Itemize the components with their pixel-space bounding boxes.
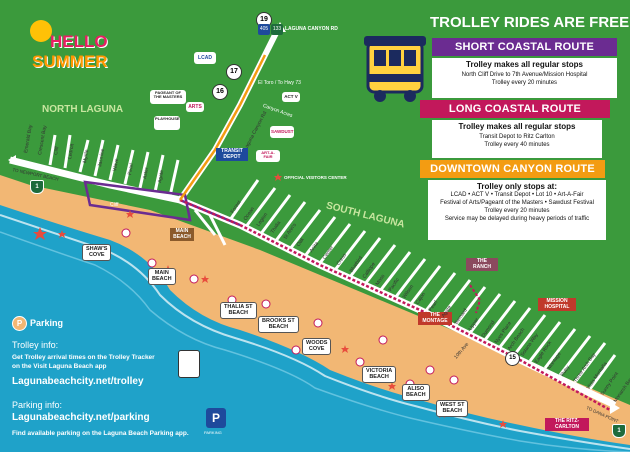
south-arrow — [610, 402, 620, 414]
phone-icon — [178, 350, 200, 378]
highway-17-marker: 17 — [226, 64, 242, 80]
route-long-line2: Transit Depot to Ritz Carlton — [479, 133, 555, 140]
beach-west-st[interactable]: WEST ST BEACH — [436, 400, 469, 417]
parking-note: Find available parking on the Laguna Bea… — [12, 430, 189, 437]
canyon-road-label: LAGUNA CANYON RD — [285, 26, 338, 32]
south-street-grid — [193, 179, 617, 390]
trolley-info-heading: Trolley info: — [12, 340, 59, 350]
parking-app-badge: PARKING — [204, 430, 222, 435]
beach-woods-cove[interactable]: WOODS COVE — [302, 338, 332, 355]
route-canyon-box: Trolley only stops at: LCAD • ACT V • Tr… — [428, 180, 606, 240]
pageant-logo[interactable]: PAGEANT OF THE MASTERS — [150, 90, 186, 104]
parking-symbol: P — [12, 316, 27, 331]
act-v-logo[interactable]: ACT V — [282, 92, 300, 102]
highway-1-shield-south: 1 — [612, 424, 626, 438]
route-canyon-line4: Trolley every 20 minutes — [484, 207, 550, 214]
highway-1-shield-north: 1 — [30, 180, 44, 194]
arts-logo[interactable]: ARTS — [186, 102, 204, 112]
route-long-line1: Trolley makes all regular stops — [458, 122, 576, 131]
trolley-icon — [364, 36, 426, 102]
hello-text: HELLO — [50, 32, 108, 51]
the-ranch-badge[interactable]: THE RANCH — [466, 258, 498, 271]
trolley-info-line1: Get Trolley arrival times on the Trolley… — [12, 354, 155, 361]
highway-133-shield: 133 — [271, 24, 283, 35]
beach-aliso[interactable]: ALISO BEACH — [402, 384, 430, 401]
route-canyon-line1: Trolley only stops at: — [476, 182, 557, 191]
trolley-url-link[interactable]: Lagunabeachcity.net/trolley — [12, 376, 144, 387]
route-short-header: SHORT COASTAL ROUTE — [432, 38, 617, 56]
highway-16-marker: 16 — [212, 84, 228, 100]
beach-victoria[interactable]: VICTORIA BEACH — [362, 366, 397, 383]
transit-depot-badge[interactable]: TRANSIT DEPOT — [216, 148, 248, 161]
sun-icon — [30, 20, 52, 42]
el-toro-label: El Toro / To Hwy 73 — [258, 80, 301, 86]
mission-hospital-badge[interactable]: MISSION HOSPITAL — [538, 298, 576, 311]
trolley-info-line2: on the Visit Laguna Beach app — [12, 363, 107, 370]
route-canyon-header: DOWNTOWN CANYON ROUTE — [420, 160, 605, 178]
star-markers — [33, 173, 507, 428]
parking-info-heading: Parking info: — [12, 400, 63, 410]
parking-markers — [121, 228, 459, 389]
title: TROLLEY RIDES ARE FREE! — [430, 14, 630, 31]
ritz-carlton-badge[interactable]: THE RITZ-CARLTON — [545, 418, 589, 431]
summer-text: SUMMER — [32, 52, 108, 71]
route-long-line3: Trolley every 40 minutes — [484, 141, 550, 148]
north-arrow — [8, 155, 16, 165]
parking-legend-text: Parking — [30, 318, 64, 328]
route-short-line2: North Cliff Drive to 7th Avenue/Mission … — [461, 71, 588, 78]
beach-thalia[interactable]: THALIA ST BEACH — [220, 302, 257, 319]
parking-url-link[interactable]: Lagunabeachcity.net/parking — [12, 412, 150, 423]
sawdust-logo[interactable]: SAWDUST — [270, 126, 294, 138]
parking-app-letter: P — [211, 411, 220, 425]
route-long-box: Trolley makes all regular stops Transit … — [432, 120, 602, 158]
route-short-box: Trolley makes all regular stops North Cl… — [432, 58, 617, 98]
route-canyon-line2: LCAD • ACT V • Transit Depot • Lot 10 • … — [450, 192, 584, 199]
highway-405-shield: 405 — [258, 24, 270, 35]
cliff-label: Cliff — [110, 202, 119, 208]
north-laguna-label: NORTH LAGUNA — [42, 104, 124, 115]
route-long-header: LONG COASTAL ROUTE — [420, 100, 610, 118]
main-beach-label: MAIN BEACH — [170, 228, 194, 241]
art-a-fair-logo[interactable]: ART-A-FAIR — [256, 150, 280, 162]
beach-brooks[interactable]: BROOKS ST BEACH — [258, 316, 299, 333]
north-street-grid — [48, 134, 180, 197]
route-short-line3: Trolley every 20 minutes — [491, 79, 558, 86]
montage-badge[interactable]: THE MONTAGE — [418, 312, 452, 325]
visitors-center-label: OFFICIAL VISITORS CENTER — [284, 175, 347, 180]
route-canyon-line3: Festival of Arts/Pageant of the Masters … — [440, 200, 594, 207]
parking-app-icon: P — [206, 408, 226, 428]
lcad-logo[interactable]: LCAD — [194, 52, 216, 64]
route-canyon-line5: Service may be delayed during heavy peri… — [444, 215, 590, 222]
highway-15-marker: 15 — [505, 351, 520, 366]
beach-shaws-cove[interactable]: SHAW'S COVE — [82, 244, 112, 261]
beach-main[interactable]: MAIN BEACH — [148, 268, 176, 285]
playhouse-logo[interactable]: PLAYHOUSE — [154, 116, 180, 130]
route-short-line1: Trolley makes all regular stops — [466, 60, 583, 69]
